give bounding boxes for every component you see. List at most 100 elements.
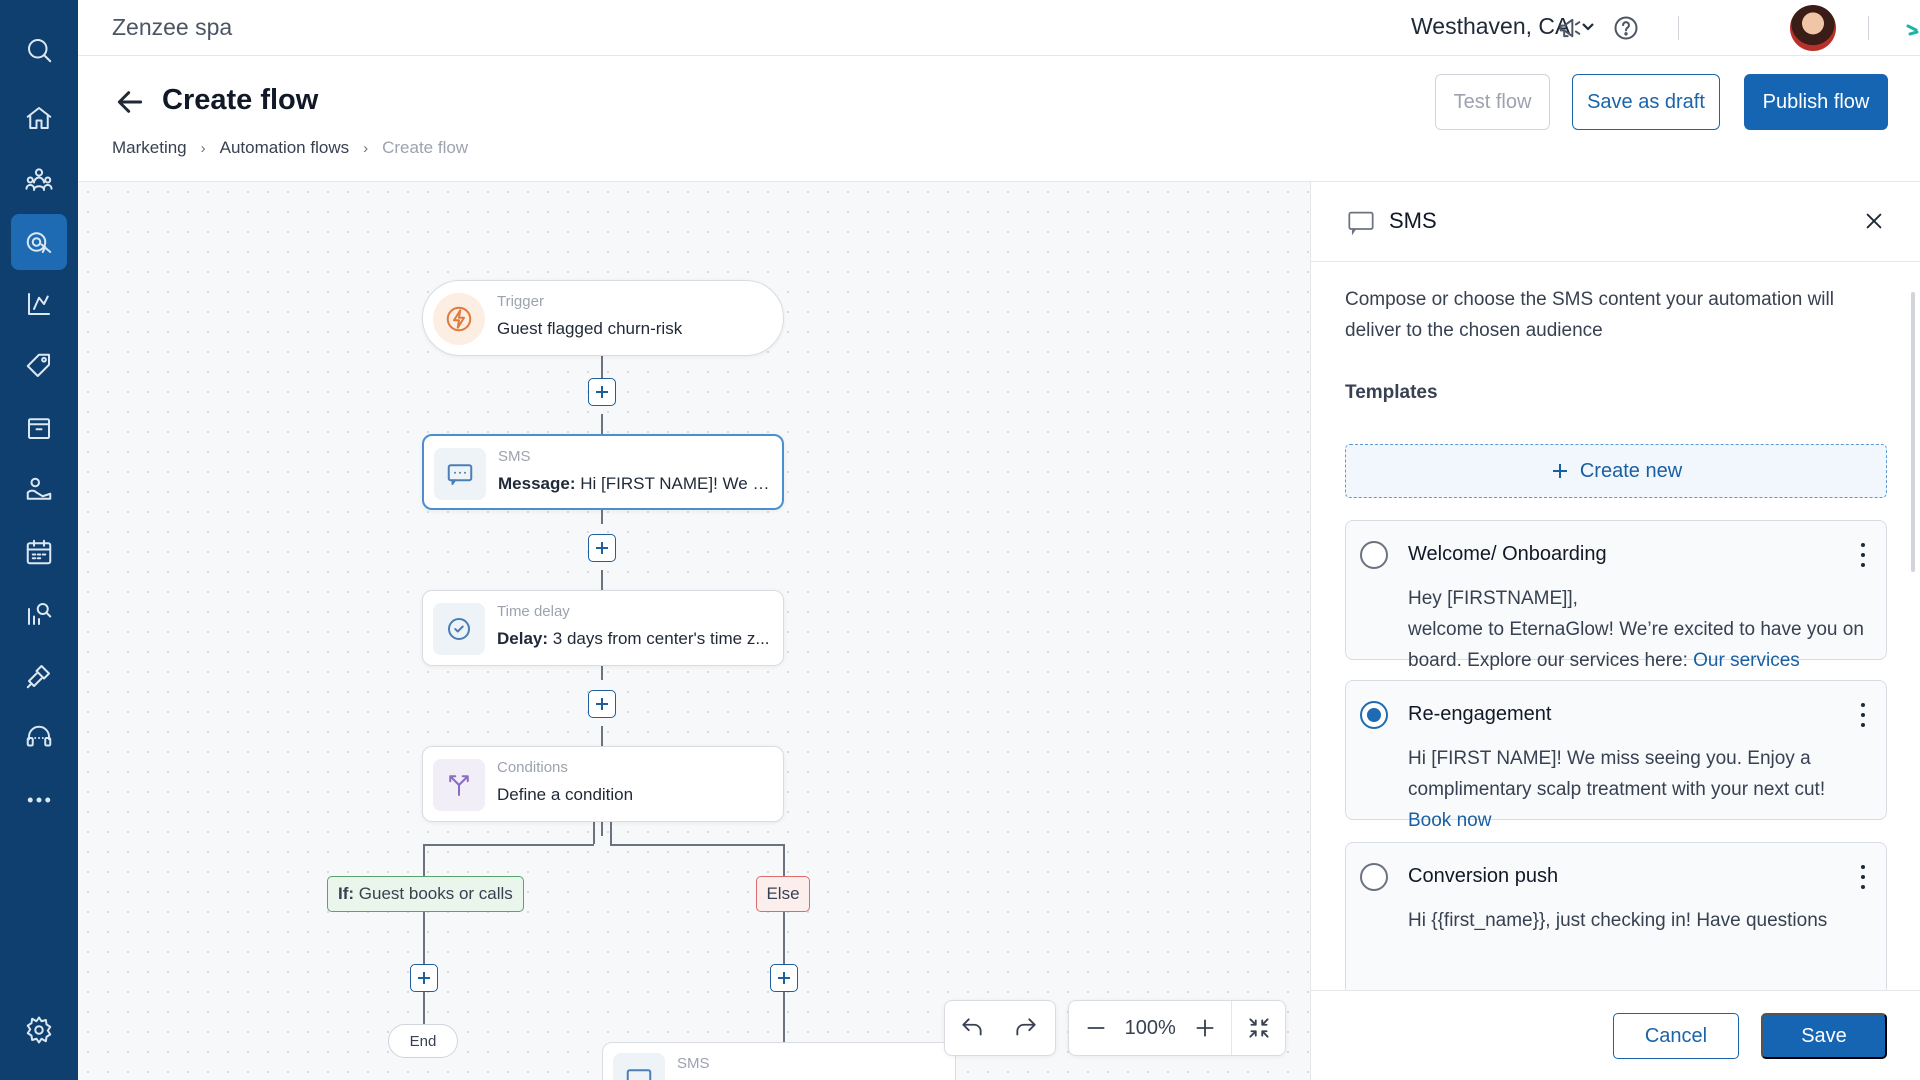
home-icon[interactable] xyxy=(11,90,67,146)
create-new-template-button[interactable]: Create new xyxy=(1345,444,1887,498)
templates-heading: Templates xyxy=(1345,382,1438,403)
zoom-level: 100% xyxy=(1124,1016,1176,1039)
services-icon[interactable] xyxy=(11,462,67,518)
more-icon[interactable] xyxy=(11,772,67,828)
chevron-down-icon xyxy=(1580,13,1596,40)
settings-icon[interactable] xyxy=(11,1002,67,1058)
conditions-node[interactable]: Conditions Define a condition xyxy=(422,746,784,822)
connector xyxy=(610,844,784,846)
scrollbar[interactable] xyxy=(1911,292,1915,572)
save-button[interactable]: Save xyxy=(1761,1013,1887,1059)
help-icon[interactable] xyxy=(1610,12,1642,44)
kebab-menu-icon[interactable] xyxy=(1858,865,1868,889)
template-title: Re-engagement xyxy=(1408,703,1552,725)
flow-canvas[interactable]: Trigger Guest flagged churn-risk SMS Mes… xyxy=(78,182,1310,1080)
inventory-icon[interactable] xyxy=(11,400,67,456)
panel-description: Compose or choose the SMS content your a… xyxy=(1345,289,1834,341)
kebab-menu-icon[interactable] xyxy=(1858,703,1868,727)
end-node[interactable]: End xyxy=(388,1024,458,1058)
template-body: Hi [FIRST NAME]! We miss seeing you. Enj… xyxy=(1408,743,1868,836)
calendar-icon[interactable] xyxy=(11,524,67,580)
zoom-out-icon[interactable] xyxy=(1069,1001,1123,1055)
lightning-icon xyxy=(433,293,485,345)
message-icon xyxy=(434,448,486,500)
add-step-button[interactable] xyxy=(588,534,616,562)
template-link[interactable]: Our services xyxy=(1693,650,1800,671)
location-selector[interactable]: Westhaven, CA xyxy=(1411,13,1596,40)
node-text: Guest flagged churn-risk xyxy=(497,319,683,338)
close-icon[interactable] xyxy=(1859,206,1889,236)
reports-icon[interactable] xyxy=(11,276,67,332)
support-icon[interactable] xyxy=(11,710,67,766)
node-label: SMS xyxy=(677,1055,710,1072)
node-text-value: Hi [FIRST NAME]! We m... xyxy=(580,474,778,493)
kebab-menu-icon[interactable] xyxy=(1858,543,1868,567)
publish-flow-button[interactable]: Publish flow xyxy=(1744,74,1888,130)
split-icon xyxy=(433,759,485,811)
add-step-button[interactable] xyxy=(770,964,798,992)
template-radio[interactable] xyxy=(1360,541,1388,569)
trigger-node[interactable]: Trigger Guest flagged churn-risk xyxy=(422,280,784,356)
connector xyxy=(783,844,785,876)
template-card[interactable]: Re-engagement Hi [FIRST NAME]! We miss s… xyxy=(1345,680,1887,831)
integrations-icon[interactable] xyxy=(11,648,67,704)
node-text-bold: Delay: xyxy=(497,629,549,648)
create-new-label: Create new xyxy=(1579,459,1683,482)
sms-node[interactable]: SMS xyxy=(602,1042,956,1080)
if-branch-tag[interactable]: If: Guest books or calls xyxy=(327,876,524,912)
chevron-right-icon: › xyxy=(363,139,369,157)
template-body: Hey [FIRSTNAME]], welcome to EternaGlow!… xyxy=(1408,583,1868,676)
undo-icon[interactable] xyxy=(945,1001,999,1055)
node-label: Time delay xyxy=(497,603,570,620)
add-step-button[interactable] xyxy=(410,964,438,992)
avatar[interactable] xyxy=(1790,5,1836,51)
test-flow-button[interactable]: Test flow xyxy=(1435,74,1550,130)
time-delay-node[interactable]: Time delay Delay: 3 days from center's t… xyxy=(422,590,784,666)
breadcrumb-marketing[interactable]: Marketing xyxy=(112,138,187,157)
assistant-mascot-icon[interactable] xyxy=(1902,8,1920,48)
zoom-in-icon[interactable] xyxy=(1178,1001,1232,1055)
node-label: SMS xyxy=(498,448,531,465)
node-label: Trigger xyxy=(497,293,544,310)
fit-screen-icon[interactable] xyxy=(1231,1001,1285,1055)
template-card[interactable]: Welcome/ Onboarding Hey [FIRSTNAME]], we… xyxy=(1345,520,1887,671)
cancel-button[interactable]: Cancel xyxy=(1613,1013,1739,1059)
breadcrumb: Marketing › Automation flows › Create fl… xyxy=(112,138,468,158)
template-radio[interactable] xyxy=(1360,863,1388,891)
save-draft-button[interactable]: Save as draft xyxy=(1572,74,1720,130)
else-branch-tag[interactable]: Else xyxy=(756,876,810,912)
template-text: welcome to EternaGlow! We’re excited to … xyxy=(1408,619,1864,671)
sidebar xyxy=(0,0,78,1080)
connector xyxy=(423,844,425,876)
message-icon xyxy=(613,1053,665,1080)
people-icon[interactable] xyxy=(11,152,67,208)
tag-icon[interactable] xyxy=(11,338,67,394)
message-icon xyxy=(1347,208,1375,236)
sms-node[interactable]: SMS Message: Hi [FIRST NAME]! We m... xyxy=(422,434,784,510)
search-icon[interactable] xyxy=(11,22,67,78)
node-text: Delay: 3 days from center's time z... xyxy=(497,629,777,649)
template-body: Hi {{first_name}}, just checking in! Hav… xyxy=(1408,905,1868,936)
divider xyxy=(1678,16,1679,40)
template-radio[interactable] xyxy=(1360,701,1388,729)
redo-icon[interactable] xyxy=(999,1001,1053,1055)
template-link[interactable]: Book now xyxy=(1408,810,1492,831)
analytics-icon[interactable] xyxy=(11,586,67,642)
node-text: Define a condition xyxy=(497,785,634,804)
add-step-button[interactable] xyxy=(588,690,616,718)
template-card[interactable]: Conversion push Hi {{first_name}}, just … xyxy=(1345,842,1887,1002)
breadcrumb-current: Create flow xyxy=(382,138,469,157)
breadcrumb-automation-flows[interactable]: Automation flows xyxy=(219,138,350,157)
megaphone-icon[interactable] xyxy=(1554,12,1586,44)
divider xyxy=(1868,16,1869,40)
node-text-bold: Message: xyxy=(498,474,576,493)
chevron-right-icon: › xyxy=(200,139,206,157)
marketing-icon[interactable] xyxy=(11,214,67,270)
sms-panel: SMS Compose or choose the SMS content yo… xyxy=(1310,182,1920,1080)
panel-footer: Cancel Save xyxy=(1311,990,1920,1080)
add-step-button[interactable] xyxy=(588,378,616,406)
connector xyxy=(423,844,594,846)
node-text: Message: Hi [FIRST NAME]! We m... xyxy=(498,474,778,494)
back-arrow-icon[interactable] xyxy=(114,86,146,118)
plus-icon xyxy=(1552,464,1567,478)
